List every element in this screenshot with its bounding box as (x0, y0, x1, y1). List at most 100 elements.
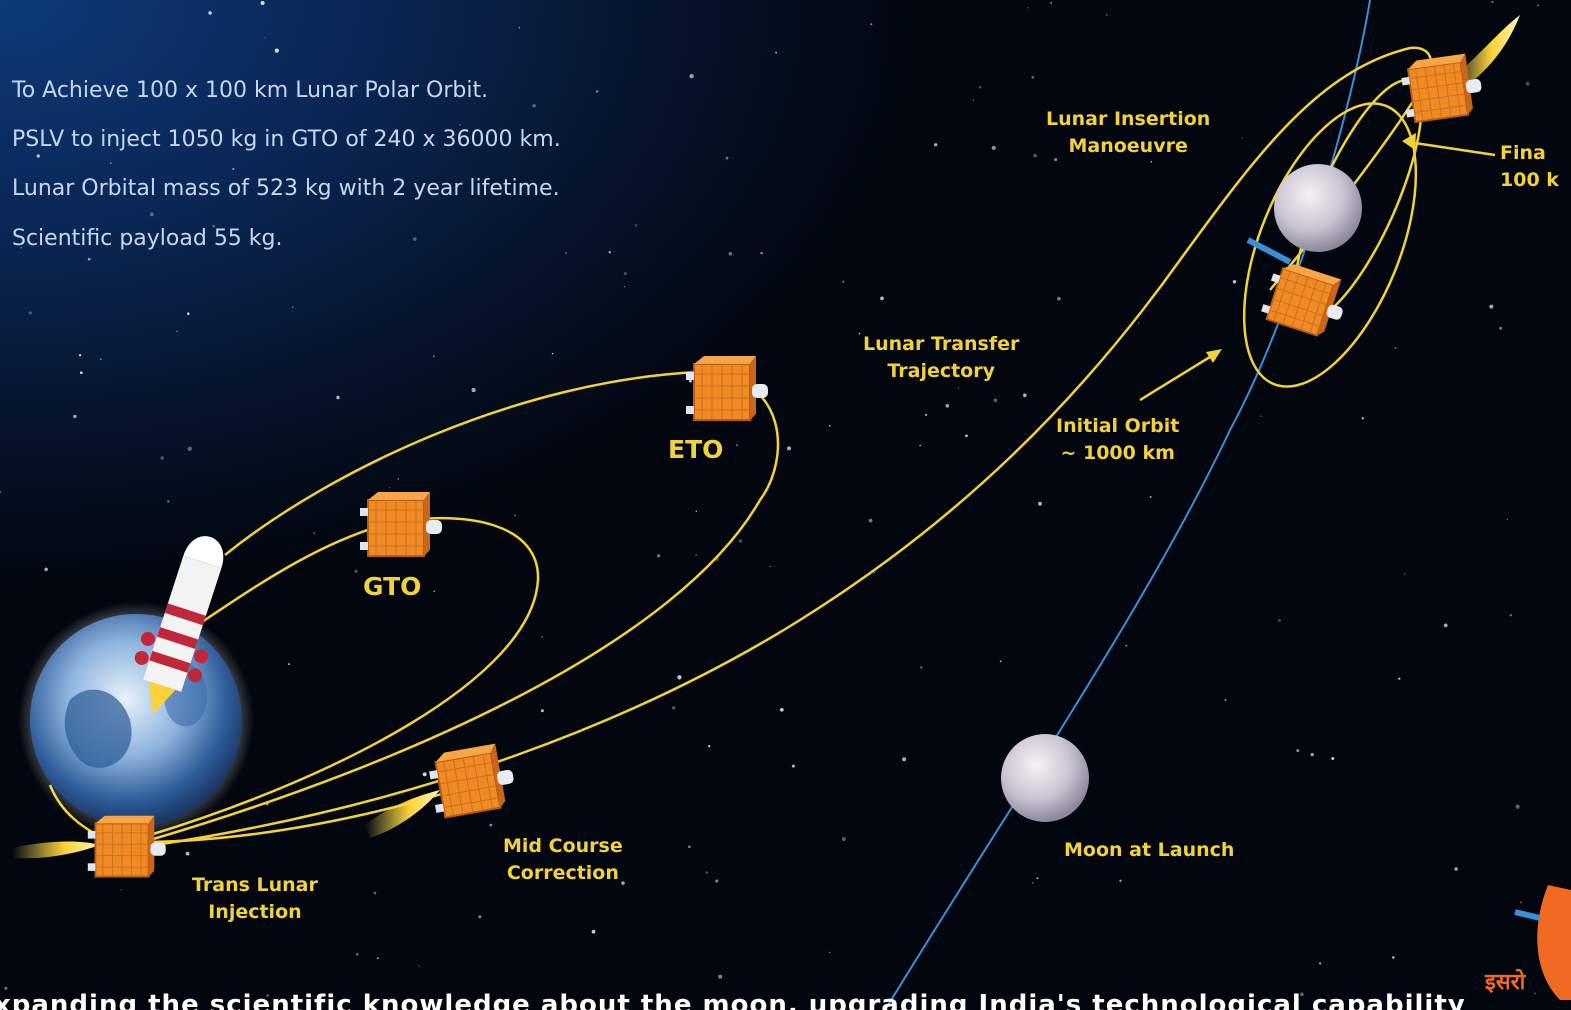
star (149, 212, 154, 217)
moon-lunar-orbit (1274, 164, 1362, 252)
star (160, 456, 165, 460)
star (354, 569, 358, 573)
star (841, 837, 846, 841)
star (993, 398, 998, 403)
star (873, 572, 875, 574)
initial-orbit-line-1: Initial Orbit (1056, 415, 1180, 437)
star (705, 871, 709, 874)
lunar-transfer-trajectory (154, 46, 1432, 847)
star (608, 251, 611, 254)
star (1050, 1, 1053, 4)
star (858, 332, 861, 335)
mcc-line-1: Mid Course (503, 835, 623, 857)
star (695, 554, 697, 556)
star (433, 590, 436, 593)
star (208, 11, 212, 15)
spec-line-pslv: PSLV to inject 1050 kg in GTO of 240 x 3… (12, 127, 561, 152)
star (1443, 623, 1448, 628)
final-orbit-label: Fina 100 k (1500, 140, 1559, 194)
star (0, 490, 2, 494)
star (36, 154, 41, 158)
lim-line-2: Manoeuvre (1068, 135, 1188, 157)
star (28, 311, 32, 315)
star (1515, 804, 1520, 809)
star (187, 446, 192, 451)
star (1361, 417, 1365, 420)
star (880, 296, 884, 301)
star (79, 371, 83, 375)
star (292, 306, 294, 308)
star (540, 709, 544, 713)
final-orbit-arrow (1407, 140, 1496, 157)
initial-orbit-arrowhead (1206, 349, 1222, 363)
star (677, 675, 682, 680)
eto-label: ETO (668, 435, 724, 464)
star (1310, 752, 1314, 757)
trans-lunar-injection-label: Trans Lunar Injection (192, 872, 318, 926)
isro-logo-text: इसरो (1485, 969, 1526, 995)
star (313, 531, 316, 535)
star (1149, 496, 1152, 498)
spacecraft-tli (12, 814, 167, 878)
star (1525, 81, 1530, 86)
star (4, 986, 8, 990)
star (1031, 75, 1035, 79)
star (127, 144, 130, 147)
star (518, 27, 521, 29)
star (388, 487, 391, 489)
star (1392, 956, 1395, 959)
initial-orbit-ellipse (1242, 102, 1418, 388)
star (934, 143, 938, 147)
star (1489, 304, 1494, 309)
star (1232, 280, 1237, 284)
star (634, 224, 638, 227)
spacecraft-lunar-insertion (1398, 15, 1520, 125)
star (656, 554, 661, 558)
tli-line-1: Trans Lunar (192, 874, 318, 896)
star (1454, 867, 1458, 871)
star (120, 889, 122, 891)
star (786, 446, 792, 451)
starfield (0, 0, 1539, 1010)
star (532, 104, 536, 108)
star (671, 706, 676, 710)
star (99, 358, 102, 361)
star (715, 879, 719, 883)
star (78, 354, 82, 357)
star (1506, 518, 1509, 521)
final-orbit-line-1: Fina (1500, 142, 1546, 164)
moon-at-launch-body (1001, 734, 1089, 822)
star (1519, 901, 1522, 904)
star (591, 929, 596, 934)
star (621, 881, 625, 885)
isro-logo (1514, 885, 1571, 1000)
star (1509, 614, 1512, 617)
star (957, 387, 960, 389)
mid-course-correction-label: Mid Course Correction (503, 833, 623, 887)
star (791, 764, 795, 768)
star (1033, 154, 1037, 158)
star (373, 891, 377, 895)
star (44, 567, 48, 572)
star (775, 51, 778, 54)
star (1138, 322, 1140, 324)
star (1260, 415, 1262, 417)
star (1300, 992, 1304, 997)
star (902, 757, 907, 762)
star (1331, 756, 1335, 761)
star (738, 539, 743, 543)
star (595, 89, 599, 93)
star (689, 74, 694, 79)
star (478, 915, 482, 919)
star (972, 99, 975, 102)
star (167, 500, 170, 503)
moon-at-launch-label: Moon at Launch (1064, 839, 1235, 861)
star (1150, 160, 1153, 163)
star (1533, 992, 1537, 995)
star (991, 145, 996, 150)
pslv-rocket (134, 536, 224, 715)
star (842, 280, 845, 283)
star (779, 707, 784, 712)
star (541, 636, 543, 638)
star (413, 237, 417, 241)
